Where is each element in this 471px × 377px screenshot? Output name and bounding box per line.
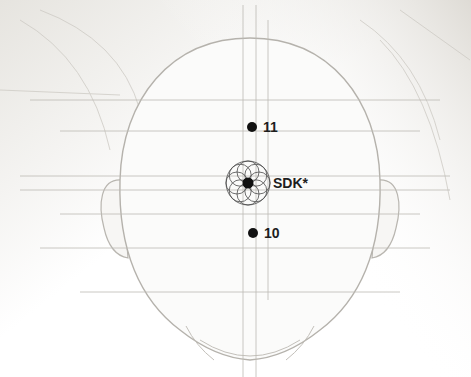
flower-symbol <box>226 161 270 205</box>
callout-number: 11 <box>263 119 278 135</box>
callout-number: 10 <box>264 225 280 241</box>
point-dots <box>243 122 259 238</box>
point-label: SDK* <box>273 175 308 191</box>
